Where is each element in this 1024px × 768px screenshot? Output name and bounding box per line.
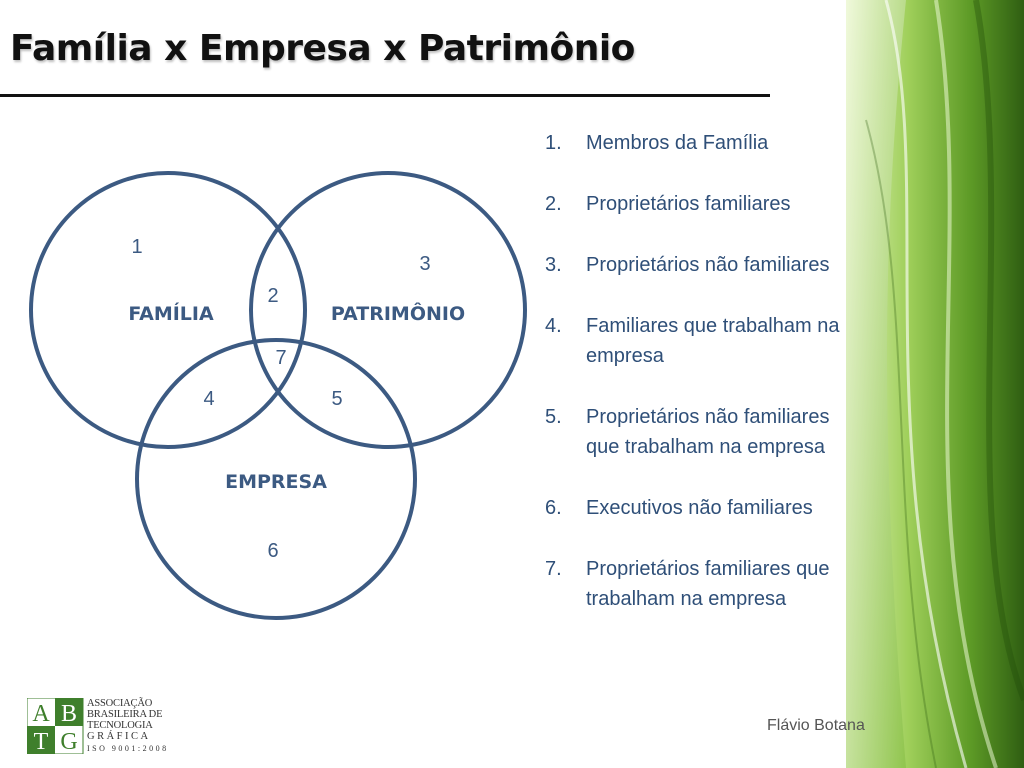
legend-text: Proprietários familiares <box>586 193 791 215</box>
legend-text: Executivos não familiares <box>586 497 813 519</box>
legend-text: Familiares que trabalham na empresa <box>586 315 840 367</box>
familia-circle <box>29 171 307 449</box>
region-2-number: 2 <box>267 285 278 307</box>
logo-line-4: GRÁFICA <box>87 731 151 742</box>
logo-line-3: TECNOLOGIA <box>87 720 153 731</box>
logo-letter-g: G <box>60 729 77 754</box>
legend-text: Proprietários não familiares <box>586 254 830 276</box>
legend-text: Proprietários familiares que trabalham n… <box>586 558 830 610</box>
legend-number: 1. <box>545 132 562 154</box>
legend-number: 6. <box>545 497 562 519</box>
empresa-label: EMPRESA <box>225 471 327 493</box>
empresa-circle <box>135 338 417 620</box>
logo-line-2: BRASILEIRA DE <box>87 709 163 720</box>
logo-letter-t: T <box>34 729 49 754</box>
legend-item: 6. Executivos não familiares <box>545 493 865 523</box>
legend-number: 7. <box>545 558 562 580</box>
region-3-number: 3 <box>419 253 430 275</box>
legend-item: 7. Proprietários familiares que trabalham… <box>545 554 865 614</box>
green-leaf-decoration <box>846 0 1024 768</box>
venn-diagram: FAMÍLIA PATRIMÔNIO EMPRESA 1 2 3 4 5 6 7 <box>29 171 527 620</box>
legend-item: 4. Familiares que trabalham na empresa <box>545 311 865 371</box>
abtg-monogram: A B T G <box>26 697 84 755</box>
page-title: Família x Empresa x Patrimônio <box>10 28 635 69</box>
legend-item: 5. Proprietários não familiares que traba… <box>545 402 865 462</box>
logo-line-1: ASSOCIAÇÃO <box>87 698 153 709</box>
region-6-number: 6 <box>267 540 278 562</box>
legend-item: 1. Membros da Família <box>545 128 865 158</box>
legend-text: Proprietários não familiares que trabalh… <box>586 406 830 458</box>
legend-list: 1. Membros da Família 2. Proprietários fam… <box>545 128 865 614</box>
patrimonio-circle <box>249 171 527 449</box>
region-1-number: 1 <box>131 236 142 258</box>
legend-number: 2. <box>545 193 562 215</box>
logo-letter-a: A <box>32 701 50 727</box>
patrimonio-label: PATRIMÔNIO <box>331 301 465 325</box>
logo-letter-b: B <box>61 701 77 727</box>
legend-number: 4. <box>545 315 562 337</box>
legend-number: 5. <box>545 406 562 428</box>
legend-text: Membros da Família <box>586 132 769 154</box>
abtg-logo: A B T G ASSOCIAÇÃO BRASILEIRA DE TECNOLO… <box>26 697 166 759</box>
logo-iso: ISO 9001:2008 <box>87 744 169 753</box>
region-7-number: 7 <box>275 347 286 369</box>
familia-label: FAMÍLIA <box>128 302 214 325</box>
legend-number: 3. <box>545 254 562 276</box>
title-underline <box>0 94 770 97</box>
region-4-number: 4 <box>203 388 214 410</box>
legend-item: 2. Proprietários familiares <box>545 189 865 219</box>
region-5-number: 5 <box>331 388 342 410</box>
legend-item: 3. Proprietários não familiares <box>545 250 865 280</box>
author-name: Flávio Botana <box>767 717 865 734</box>
